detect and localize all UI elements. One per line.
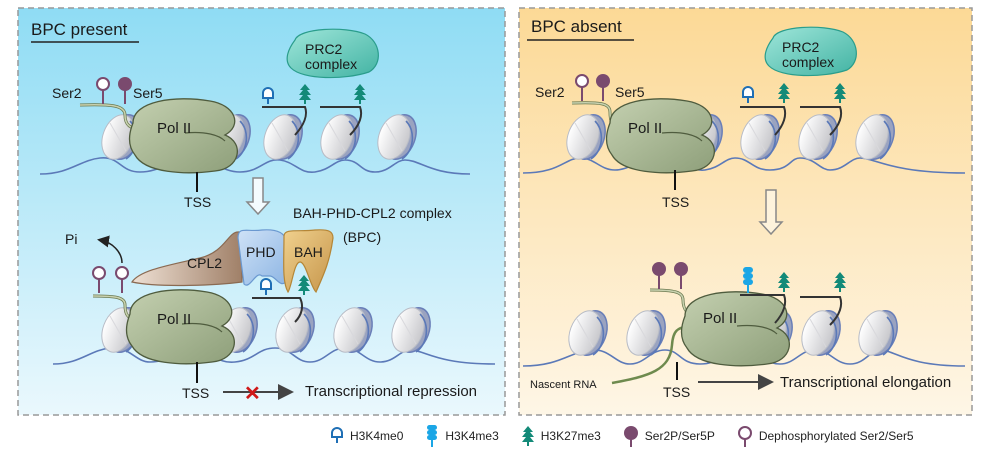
prc2-label-line1: PRC2	[305, 41, 343, 57]
pi-label: Pi	[65, 231, 77, 247]
prc2-label-line1: PRC2	[782, 39, 820, 55]
prc2-label-line2: complex	[782, 54, 834, 70]
legend-item-h3k27me3: H3K27me3	[521, 426, 601, 446]
ser5-label: Ser5	[615, 84, 645, 100]
legend-label: H3K4me3	[445, 429, 499, 443]
legend-item-ser-phosphorylated: Ser2P/Ser5P	[623, 425, 715, 447]
legend: H3K4me0 H3K4me3 H3K27me3 Ser2P/Ser5P Dep…	[330, 425, 936, 447]
panel-background	[17, 7, 506, 416]
panel-title: BPC absent	[531, 17, 622, 36]
bah-domain	[283, 229, 334, 294]
pol-ii-label: Pol II	[157, 311, 191, 328]
pol-ii-label: Pol II	[628, 120, 662, 137]
ser2-label: Ser2	[535, 84, 565, 100]
panel-title: BPC present	[31, 20, 128, 39]
h3k27me3-icon	[521, 426, 534, 446]
tss-label: TSS	[663, 384, 690, 400]
ser5-label: Ser5	[133, 85, 163, 101]
histone-tail	[740, 106, 787, 136]
complex-abbrev: (BPC)	[343, 229, 381, 245]
transition-arrow	[758, 189, 784, 236]
ser-dephosphorylated-icon	[737, 426, 752, 447]
h3k4me3-icon	[427, 425, 438, 447]
legend-label: Ser2P/Ser5P	[644, 429, 715, 443]
cpl2-domain	[131, 231, 243, 287]
histone-tail	[800, 296, 843, 326]
legend-label: H3K4me0	[350, 429, 404, 443]
pol-ii-label: Pol II	[157, 120, 191, 137]
prc2-label-line2: complex	[305, 56, 357, 72]
tss-label: TSS	[662, 194, 689, 210]
legend-label: H3K27me3	[540, 429, 601, 443]
cpl2-label: CPL2	[187, 255, 222, 271]
tss-label: TSS	[184, 194, 211, 210]
dna-strand	[522, 157, 966, 174]
legend-item-ser-dephosphorylated: Dephosphorylated Ser2/Ser5	[737, 425, 914, 447]
legend-label: Dephosphorylated Ser2/Ser5	[758, 429, 914, 443]
panel-bpc-present: BPC present Ser2 Ser5 Pol II TSS PRC2 co…	[17, 7, 506, 416]
ser2-label: Ser2	[52, 85, 82, 101]
histone-tail	[320, 106, 363, 136]
dna-strand	[39, 157, 471, 175]
phosphate-release-arrow	[97, 235, 123, 264]
nascent-rna-label: Nascent RNA	[530, 379, 597, 391]
legend-item-h3k4me3: H3K4me3	[425, 425, 499, 447]
histone-tail	[262, 106, 307, 136]
h3k4me0-icon	[331, 427, 343, 443]
tss-label: TSS	[182, 385, 209, 401]
phd-label: PHD	[246, 244, 276, 260]
dna-strand	[52, 347, 496, 365]
panel-bpc-absent: BPC absent Ser2 Ser5 Pol II TSS PRC2 com…	[518, 7, 973, 416]
outcome-label: Transcriptional repression	[305, 383, 477, 400]
outcome-label: Transcriptional elongation	[780, 374, 951, 391]
transition-arrow	[245, 177, 271, 216]
histone-tail	[740, 294, 787, 324]
pol-ii	[680, 291, 790, 367]
pol-ii-label: Pol II	[703, 310, 737, 327]
legend-item-h3k4me0: H3K4me0	[330, 427, 403, 445]
histone-tail	[252, 297, 304, 323]
ser-phosphorylated-icon	[623, 426, 638, 447]
block-x-icon: ✕	[244, 383, 261, 405]
bah-label: BAH	[294, 244, 323, 260]
complex-label: BAH-PHD-CPL2 complex	[293, 205, 452, 221]
nascent-rna	[611, 324, 689, 385]
histone-tail	[800, 106, 843, 136]
